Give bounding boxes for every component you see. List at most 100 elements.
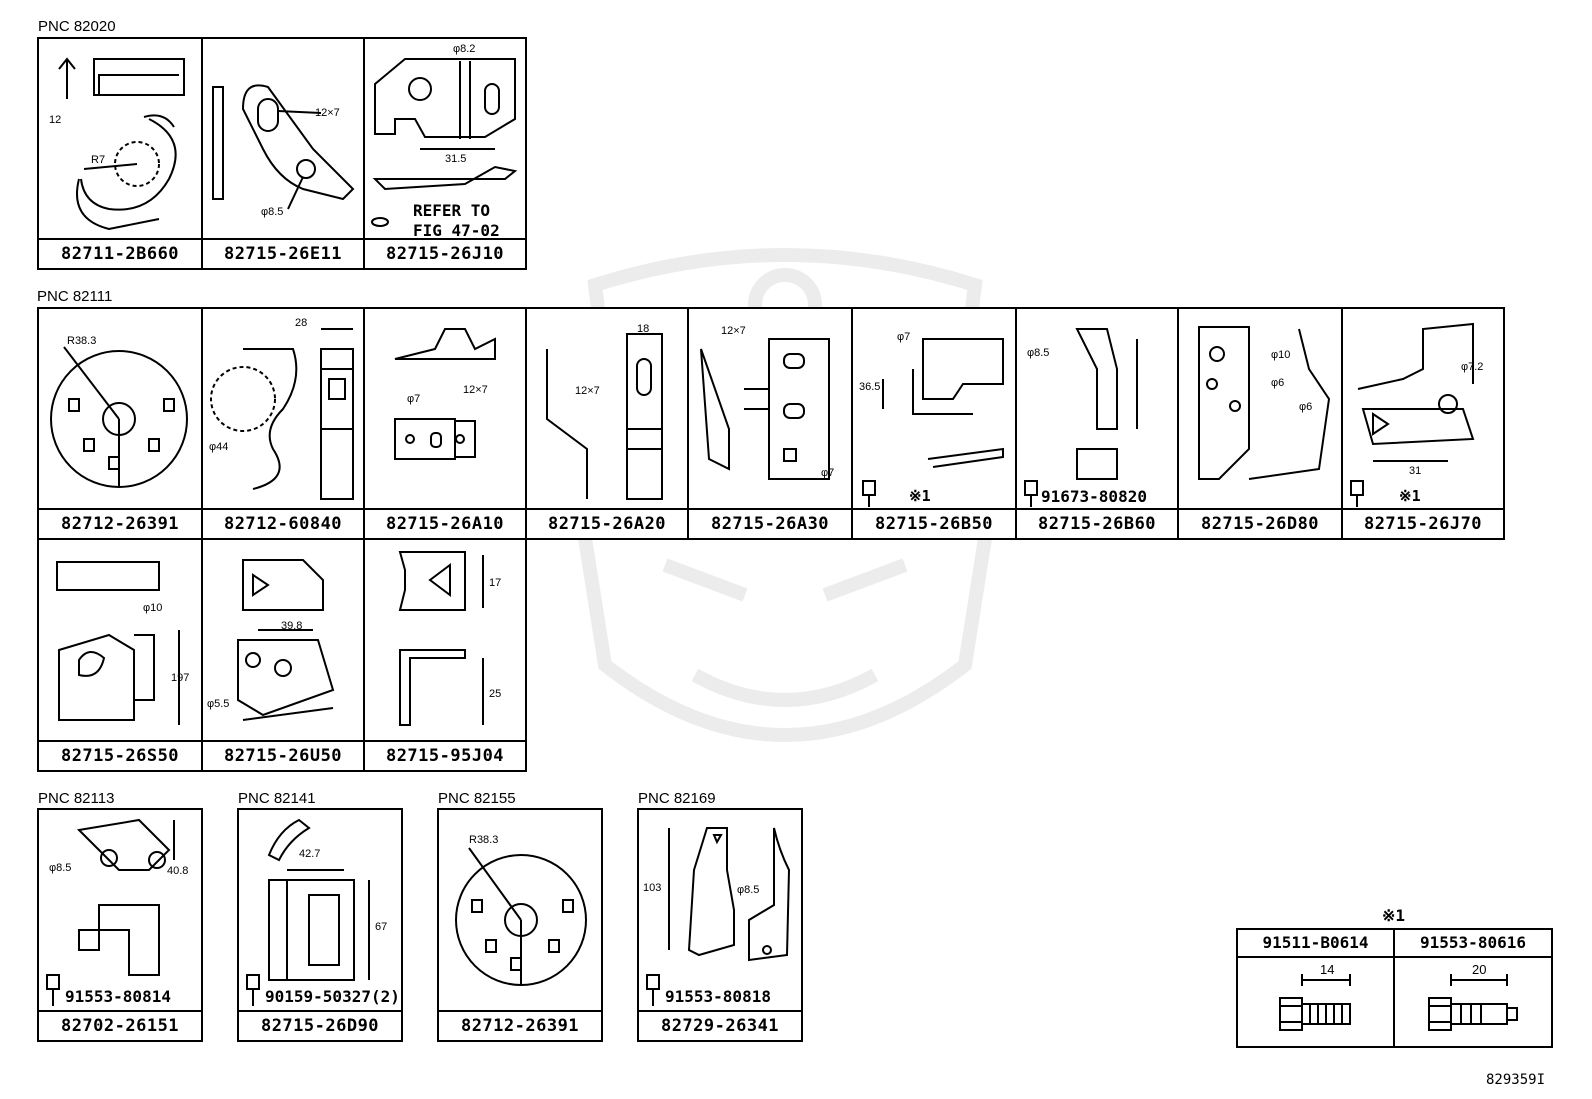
bracket-drawing bbox=[46, 818, 175, 1006]
bracket-drawing bbox=[50, 346, 188, 488]
bolt-drawings bbox=[1279, 974, 1518, 1031]
part-cell-82702-26151[interactable]: φ8.5 40.8 91553-80814 82702-26151 bbox=[37, 808, 203, 1042]
dim-label: φ8.2 bbox=[453, 43, 476, 55]
footnote-bolt-table: 91511-B0614 91553-80616 14 20 bbox=[1236, 928, 1553, 1048]
part-cell-82715-26a10[interactable]: φ7 12×7 82715-26A10 bbox=[363, 307, 527, 540]
bolt-part-number: 91553-80814 bbox=[65, 987, 171, 1006]
part-number: 82715-26D90 bbox=[239, 1010, 401, 1040]
dim-label: φ44 bbox=[209, 441, 229, 453]
section-label-pnc-82020: PNC 82020 bbox=[38, 18, 116, 35]
bracket-drawing bbox=[394, 328, 496, 460]
dim-label: φ8.5 bbox=[737, 884, 760, 896]
part-cell-82729-26341[interactable]: 103 φ8.5 91553-80818 82729-26341 bbox=[637, 808, 803, 1042]
dim-label: 31.5 bbox=[445, 153, 467, 165]
part-cell-82712-26391-b[interactable]: R38.3 82712-26391 bbox=[437, 808, 603, 1042]
bracket-drawing bbox=[1350, 322, 1475, 507]
bracket-drawing bbox=[210, 328, 354, 500]
bracket-drawing bbox=[455, 847, 587, 986]
dim-label: φ8.5 bbox=[1027, 347, 1050, 359]
dim-label: R38.3 bbox=[469, 834, 499, 846]
part-cell-82711-2b660[interactable]: 12 R7 82711-2B660 bbox=[37, 37, 203, 270]
footnote-reference: ※1 bbox=[1399, 487, 1421, 505]
part-cell-82715-26d90[interactable]: 42.7 67 90159-50327(2) 82715-26D90 bbox=[237, 808, 403, 1042]
part-cell-82715-95j04[interactable]: 17 25 82715-95J04 bbox=[363, 538, 527, 772]
dim-label: 40.8 bbox=[167, 865, 189, 877]
bracket-drawing bbox=[212, 84, 355, 210]
part-cell-82715-26a20[interactable]: 18 12×7 82715-26A20 bbox=[525, 307, 689, 540]
dim-label: φ7 bbox=[821, 467, 835, 479]
part-number: 82711-2B660 bbox=[39, 238, 201, 268]
dim-label: 197 bbox=[171, 672, 190, 684]
part-number: 82712-26391 bbox=[439, 1010, 601, 1040]
part-cell-82712-26391[interactable]: R38.3 82712-26391 bbox=[37, 307, 203, 540]
bracket-drawing bbox=[398, 551, 484, 726]
footnote-mark: ※1 bbox=[1382, 906, 1406, 925]
part-number: 82715-26J10 bbox=[365, 238, 525, 268]
bracket-drawing bbox=[246, 818, 370, 1006]
part-cell-82715-26e11[interactable]: 12×7 φ8.5 82715-26E11 bbox=[201, 37, 365, 270]
dim-label: 103 bbox=[643, 882, 662, 894]
bolt-length-label: 14 bbox=[1320, 962, 1335, 977]
section-label-pnc-82111: PNC 82111 bbox=[37, 288, 113, 305]
note-text: REFER TO bbox=[413, 201, 491, 220]
dim-label: φ7 bbox=[407, 393, 421, 405]
part-cell-82715-26s50[interactable]: φ10 197 82715-26S50 bbox=[37, 538, 203, 772]
bracket-drawing bbox=[58, 57, 185, 231]
dim-label: 42.7 bbox=[299, 848, 321, 860]
dim-label: φ6 bbox=[1271, 377, 1285, 389]
dim-label: 25 bbox=[489, 688, 502, 700]
dim-label: φ6 bbox=[1299, 401, 1313, 413]
part-number: 82702-26151 bbox=[39, 1010, 201, 1040]
dim-label: 17 bbox=[489, 577, 502, 589]
dim-label: φ10 bbox=[143, 602, 163, 614]
part-number: 82715-26B60 bbox=[1017, 508, 1177, 538]
bracket-drawing bbox=[237, 559, 335, 721]
part-number: 82715-26D80 bbox=[1179, 508, 1341, 538]
bracket-drawing bbox=[700, 338, 830, 480]
bracket-drawing bbox=[1024, 328, 1138, 507]
bracket-drawing bbox=[371, 58, 518, 227]
dim-label: 12×7 bbox=[315, 107, 340, 119]
bolt-part-number: 91553-80818 bbox=[665, 987, 771, 1006]
dim-label: 12 bbox=[49, 114, 62, 126]
part-number: 82715-26A30 bbox=[689, 508, 851, 538]
dim-label: 39.8 bbox=[281, 620, 303, 632]
dim-label: 28 bbox=[295, 317, 308, 329]
table-header-cell: 91553-80616 bbox=[1395, 930, 1551, 958]
part-cell-82715-26j10[interactable]: φ8.2 31.5 REFER TO FIG 47-02 82715-26J10 bbox=[363, 37, 527, 270]
section-label-pnc-82113: PNC 82113 bbox=[38, 790, 115, 807]
note-text: FIG 47-02 bbox=[413, 221, 500, 240]
part-cell-82715-26b50[interactable]: φ7 36.5 ※1 82715-26B50 bbox=[851, 307, 1017, 540]
part-cell-82715-26u50[interactable]: 39.8 φ5.5 82715-26U50 bbox=[201, 538, 365, 772]
part-cell-82712-60840[interactable]: 28 φ44 82712-60840 bbox=[201, 307, 365, 540]
section-label-pnc-82169: PNC 82169 bbox=[638, 790, 716, 807]
dim-label: R38.3 bbox=[67, 335, 97, 347]
part-number: 82715-26U50 bbox=[203, 740, 363, 770]
part-cell-82715-26b60[interactable]: φ8.5 91673-80820 82715-26B60 bbox=[1015, 307, 1179, 540]
part-cell-82715-26a30[interactable]: 12×7 φ7 82715-26A30 bbox=[687, 307, 853, 540]
part-number: 82715-26A20 bbox=[527, 508, 687, 538]
section-label-pnc-82141: PNC 82141 bbox=[238, 790, 316, 807]
dim-label: 12×7 bbox=[575, 385, 600, 397]
dim-label: φ7 bbox=[897, 331, 911, 343]
bracket-drawing bbox=[1198, 326, 1331, 480]
part-number: 82715-26E11 bbox=[203, 238, 363, 268]
part-number: 82712-60840 bbox=[203, 508, 363, 538]
part-number: 82715-95J04 bbox=[365, 740, 525, 770]
figure-id: 829359I bbox=[1486, 1072, 1546, 1088]
dim-label: 67 bbox=[375, 921, 388, 933]
part-number: 82715-26B50 bbox=[853, 508, 1015, 538]
bolt-part-number: 90159-50327(2) bbox=[265, 987, 400, 1006]
part-cell-82715-26j70[interactable]: φ7.2 31 ※1 82715-26J70 bbox=[1341, 307, 1505, 540]
bolt-part-number: 91673-80820 bbox=[1041, 487, 1147, 506]
part-cell-82715-26d80[interactable]: φ10 φ6 φ6 82715-26D80 bbox=[1177, 307, 1343, 540]
dim-label: 36.5 bbox=[859, 381, 881, 393]
bracket-drawing bbox=[56, 561, 180, 725]
part-number: 82715-26A10 bbox=[365, 508, 525, 538]
section-label-pnc-82155: PNC 82155 bbox=[438, 790, 516, 807]
dim-label: 12×7 bbox=[721, 325, 746, 337]
dim-label: 12×7 bbox=[463, 384, 488, 396]
dim-label: φ10 bbox=[1271, 349, 1291, 361]
bracket-drawing bbox=[646, 827, 791, 1006]
part-number: 82715-26J70 bbox=[1343, 508, 1503, 538]
